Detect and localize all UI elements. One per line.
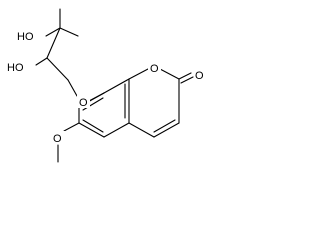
bond-o-carbonyl-c xyxy=(159,68,180,80)
bond-c2-c1 xyxy=(46,57,69,81)
label-o-methoxy: O xyxy=(53,133,62,145)
bond-c-o-double-1 xyxy=(178,72,192,80)
label-o-ring: O xyxy=(150,63,159,75)
bond-c3-oh xyxy=(45,27,61,37)
bond-c3-c2 xyxy=(46,27,61,59)
bond-c3-c4 xyxy=(153,122,180,138)
bond-c3-methyl-right xyxy=(59,27,79,37)
label-o-carbonyl: O xyxy=(195,70,204,82)
bond-ring-c xyxy=(103,122,130,138)
bond-ring-o-methoxy xyxy=(63,122,80,132)
label-ho-top: HO xyxy=(17,31,34,43)
bond-c4-ring xyxy=(128,122,155,138)
chemical-structure-diagram: HO HO O O O O xyxy=(7,8,204,163)
bond-ring-o xyxy=(128,68,149,80)
bond-ring-d xyxy=(78,122,105,138)
bond-c1-o-ether xyxy=(67,79,78,97)
bond-c3-c4-double xyxy=(153,119,176,133)
label-ho-left: HO xyxy=(7,62,24,74)
label-o-ether: O xyxy=(79,97,88,109)
bond-c-o-double-2 xyxy=(180,76,194,84)
bond-c2-oh xyxy=(35,57,48,66)
bond-ring-d-double xyxy=(82,119,104,133)
bond-ring-a xyxy=(103,78,130,94)
